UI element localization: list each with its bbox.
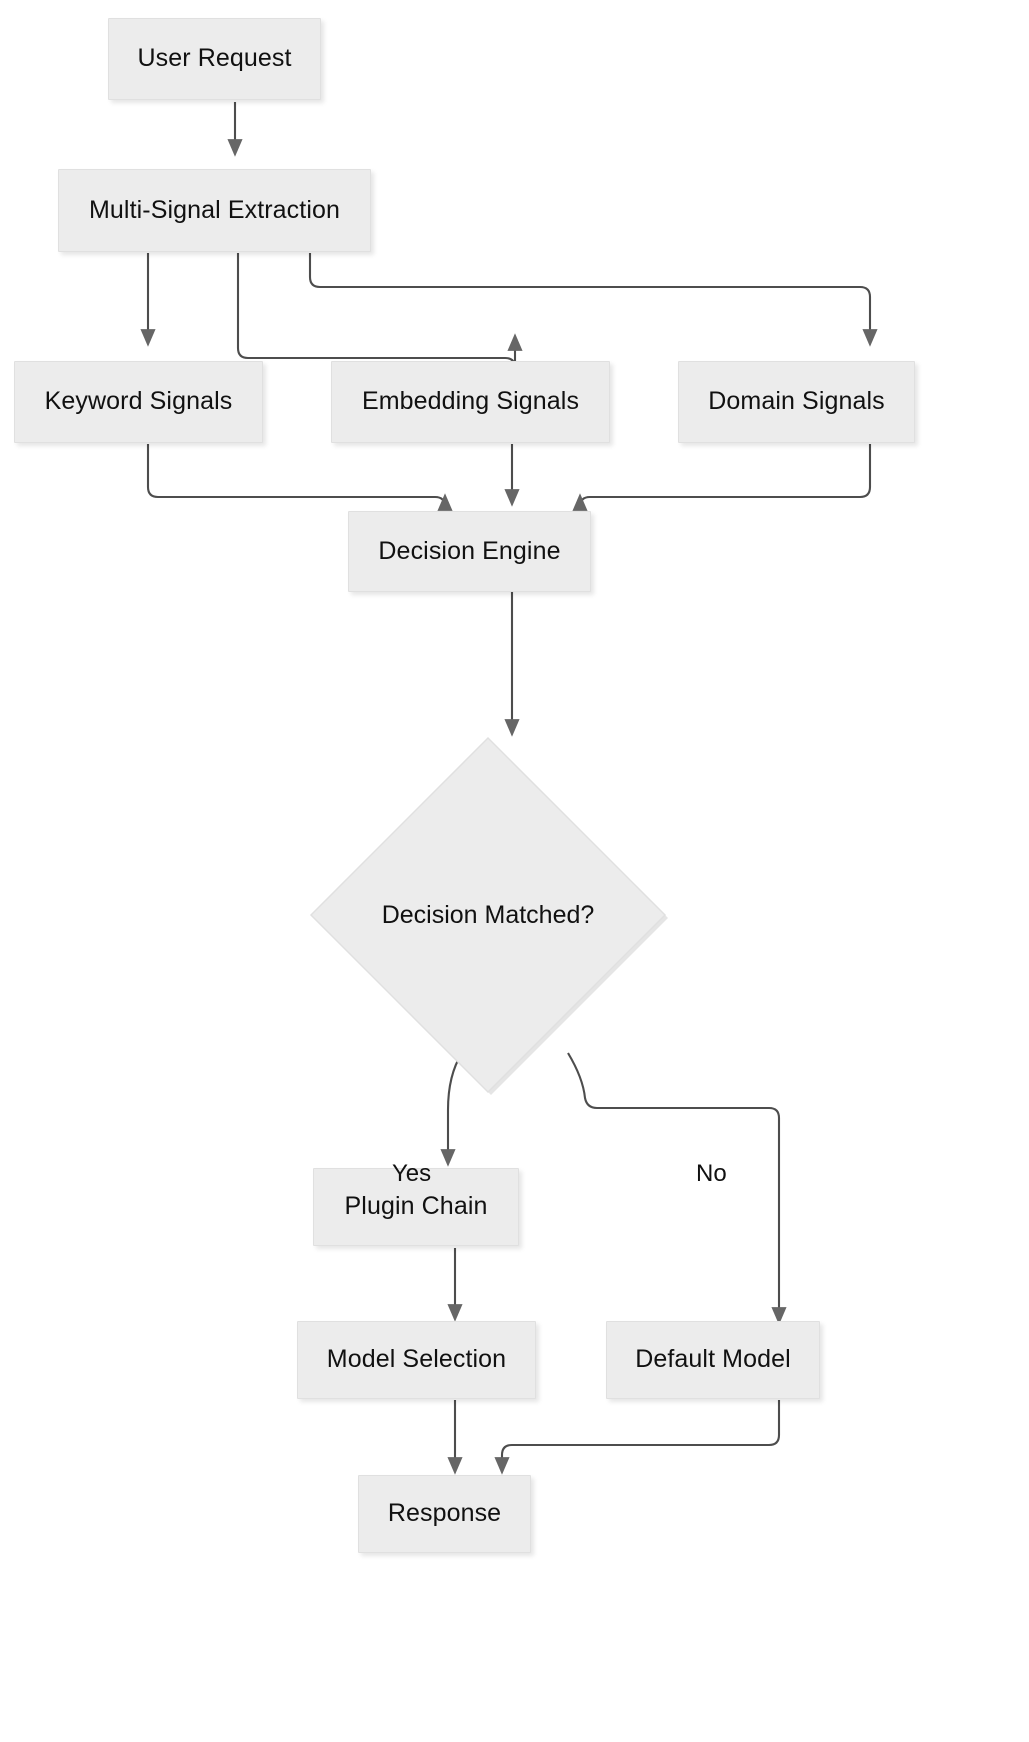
node-default-model-label: Default Model [635,1345,791,1374]
node-user-request-label: User Request [137,44,292,73]
edge-label-no: No [696,1160,727,1187]
node-model-selection-label: Model Selection [326,1345,507,1374]
node-keyword-signals[interactable]: Keyword Signals [14,361,263,443]
diamond-shape [309,736,668,1095]
edge-multi-signal-to-embedding [236,253,523,369]
edge-multi-signal-to-domain [308,253,878,347]
node-user-request[interactable]: User Request [108,18,321,100]
node-decision-matched[interactable]: Decision Matched? [308,735,720,1095]
node-plugin-chain[interactable]: Plugin Chain [313,1168,519,1246]
node-embedding-signals-label: Embedding Signals [361,387,580,416]
node-plugin-chain-label: Plugin Chain [344,1192,488,1221]
node-decision-engine-label: Decision Engine [378,536,561,565]
node-response[interactable]: Response [358,1475,531,1553]
node-model-selection[interactable]: Model Selection [297,1321,536,1399]
edge-keyword-to-decision-engine [146,444,453,511]
node-domain-signals-label: Domain Signals [708,387,885,416]
node-domain-signals[interactable]: Domain Signals [678,361,915,443]
edge-label-yes: Yes [392,1160,432,1187]
edge-domain-to-decision-engine [572,444,872,511]
edge-default-model-to-response [494,1400,781,1475]
node-decision-engine[interactable]: Decision Engine [348,511,591,592]
node-multi-signal-extraction-label: Multi-Signal Extraction [88,195,340,224]
node-keyword-signals-label: Keyword Signals [44,387,233,416]
node-multi-signal-extraction[interactable]: Multi-Signal Extraction [58,169,371,252]
node-default-model[interactable]: Default Model [606,1321,820,1399]
node-response-label: Response [387,1499,502,1528]
node-embedding-signals[interactable]: Embedding Signals [331,361,610,443]
